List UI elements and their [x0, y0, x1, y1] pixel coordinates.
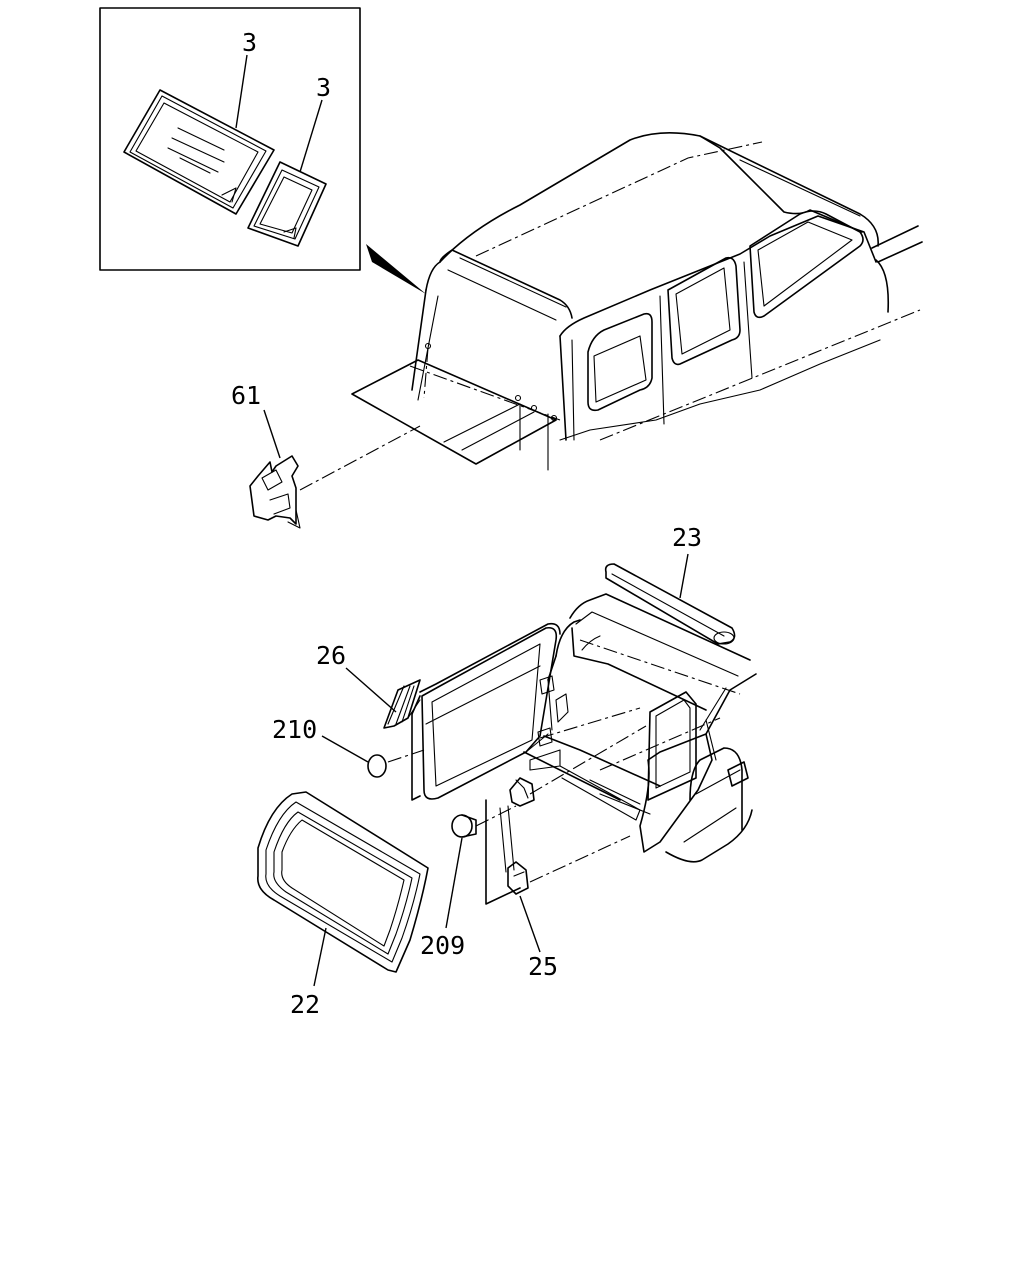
callout-210: 210: [272, 715, 317, 744]
upper-vehicle: [411, 132, 923, 471]
lower-vehicle: 23: [411, 523, 757, 863]
weatherstrip-26: 26: [316, 641, 421, 729]
cap-210: 210: [272, 715, 425, 778]
callout-209: 209: [420, 931, 465, 960]
stay-25: 25: [485, 725, 647, 981]
clip-61: 61: [231, 381, 421, 529]
inset-box: 3 3: [99, 7, 361, 271]
callout-25: 25: [528, 952, 558, 981]
callout-3-small: 3: [316, 73, 331, 102]
callout-22: 22: [290, 990, 320, 1019]
inset-pointer-wedge: [366, 244, 426, 294]
callout-3-large: 3: [242, 28, 257, 57]
inset-small-glass: [247, 161, 327, 247]
rear-glass-22: 22: [257, 791, 429, 1019]
callout-26: 26: [316, 641, 346, 670]
roof-liner-sheet: [351, 342, 561, 465]
callout-23: 23: [672, 523, 702, 552]
grommet-209: 209: [420, 805, 517, 960]
spoiler-23: 23: [604, 523, 736, 645]
inset-large-glass: [123, 89, 275, 215]
callout-61: 61: [231, 381, 261, 410]
